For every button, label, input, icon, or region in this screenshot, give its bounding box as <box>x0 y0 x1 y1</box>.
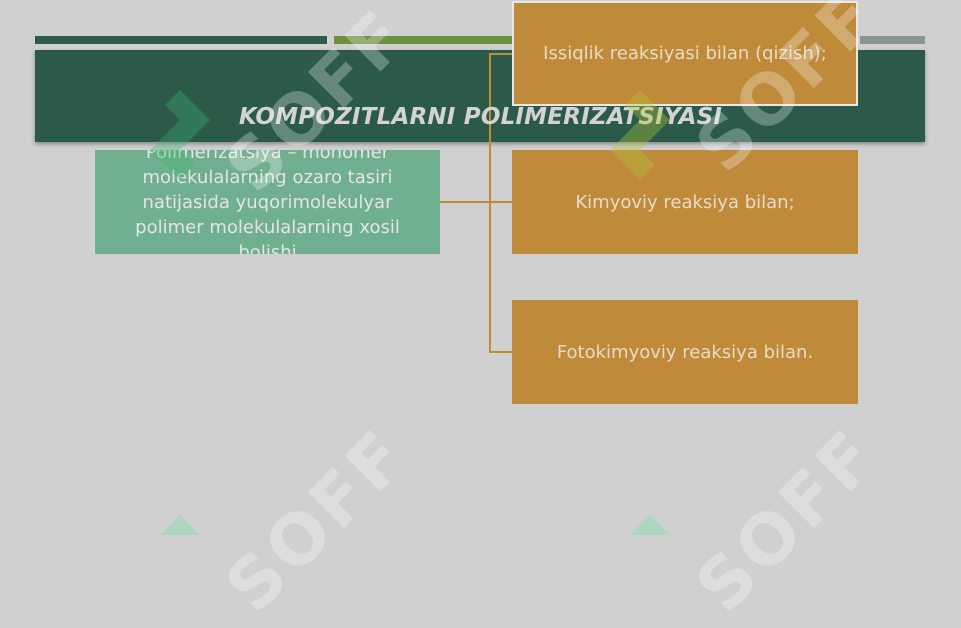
slide-title: KOMPOZITLARNI POLIMERIZATSIYASI <box>238 104 723 130</box>
watermark-logo-3 <box>160 515 200 540</box>
connector-root-horizontal <box>440 201 490 203</box>
branch-node-heat: Issiqlik reaksiyasi bilan (qizish); <box>512 1 858 106</box>
root-node-text: Polimerizatsiya – monomer molekulalarnin… <box>135 150 400 254</box>
watermark-logo-2 <box>610 90 670 200</box>
connector-trunk-vertical <box>489 53 491 353</box>
watermark-logo-4 <box>630 515 670 540</box>
branch-node-photochemical: Fotokimyoviy reaksiya bilan. <box>512 300 858 404</box>
accent-bar-green <box>334 36 512 44</box>
branch-node-heat-label: Issiqlik reaksiyasi bilan (qizish); <box>543 43 827 64</box>
branch-node-chemical: Kimyoviy reaksiya bilan; <box>512 150 858 254</box>
connector-branch-2 <box>489 201 512 203</box>
watermark-logo-1 <box>150 90 210 200</box>
accent-bar-grey <box>860 36 925 44</box>
root-node-box: Polimerizatsiya – monomer molekulalarnin… <box>95 150 440 254</box>
accent-bar-dark <box>35 36 327 44</box>
branch-node-photochemical-label: Fotokimyoviy reaksiya bilan. <box>556 341 814 363</box>
branch-node-chemical-label: Kimyoviy reaksiya bilan; <box>575 191 795 213</box>
connector-branch-3 <box>489 351 512 353</box>
watermark-text-4: SOFF <box>680 413 895 628</box>
watermark-text-3: SOFF <box>210 413 425 628</box>
connector-branch-1 <box>489 53 512 55</box>
